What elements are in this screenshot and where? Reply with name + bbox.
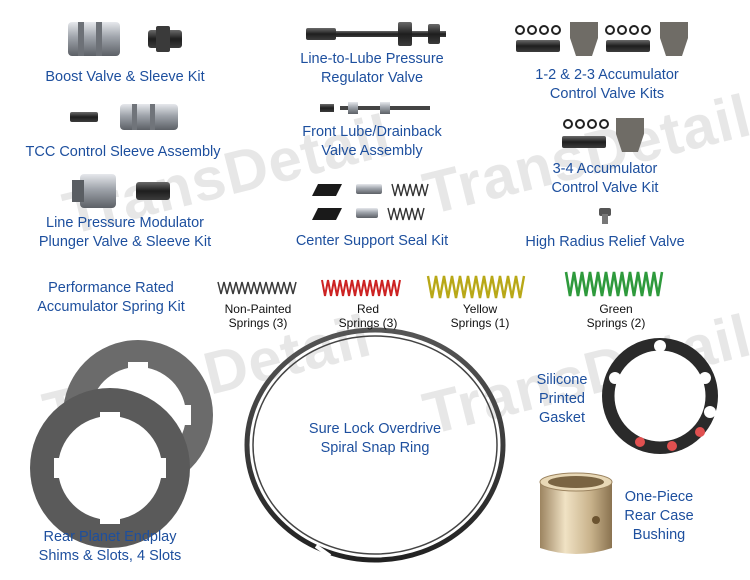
front-lube-part bbox=[320, 102, 430, 114]
relief-valve-part bbox=[599, 208, 611, 224]
line-pressure-part bbox=[72, 174, 170, 208]
accum-12-23-part bbox=[515, 22, 688, 56]
gasket-part bbox=[602, 338, 718, 454]
bushing-part bbox=[539, 472, 613, 554]
spring-non-painted bbox=[217, 281, 297, 295]
shim-plate-front bbox=[30, 388, 190, 548]
relief-valve-label: High Radius Relief Valve bbox=[525, 234, 685, 250]
line-to-lube-part bbox=[306, 22, 446, 46]
boost-valve-label: Boost Valve & Sleeve Kit bbox=[45, 69, 205, 85]
accum-34-part bbox=[562, 118, 644, 152]
spring-green bbox=[564, 271, 664, 297]
tcc-sleeve-label: TCC Control Sleeve Assembly bbox=[25, 144, 221, 160]
spring-red bbox=[321, 279, 401, 297]
spring-yellow bbox=[426, 275, 526, 299]
boost-valve-part bbox=[68, 22, 182, 56]
center-support-part bbox=[312, 183, 429, 221]
snap-ring-part bbox=[244, 327, 506, 563]
tcc-sleeve-part bbox=[70, 104, 178, 130]
center-support-label: Center Support Seal Kit bbox=[295, 233, 449, 249]
